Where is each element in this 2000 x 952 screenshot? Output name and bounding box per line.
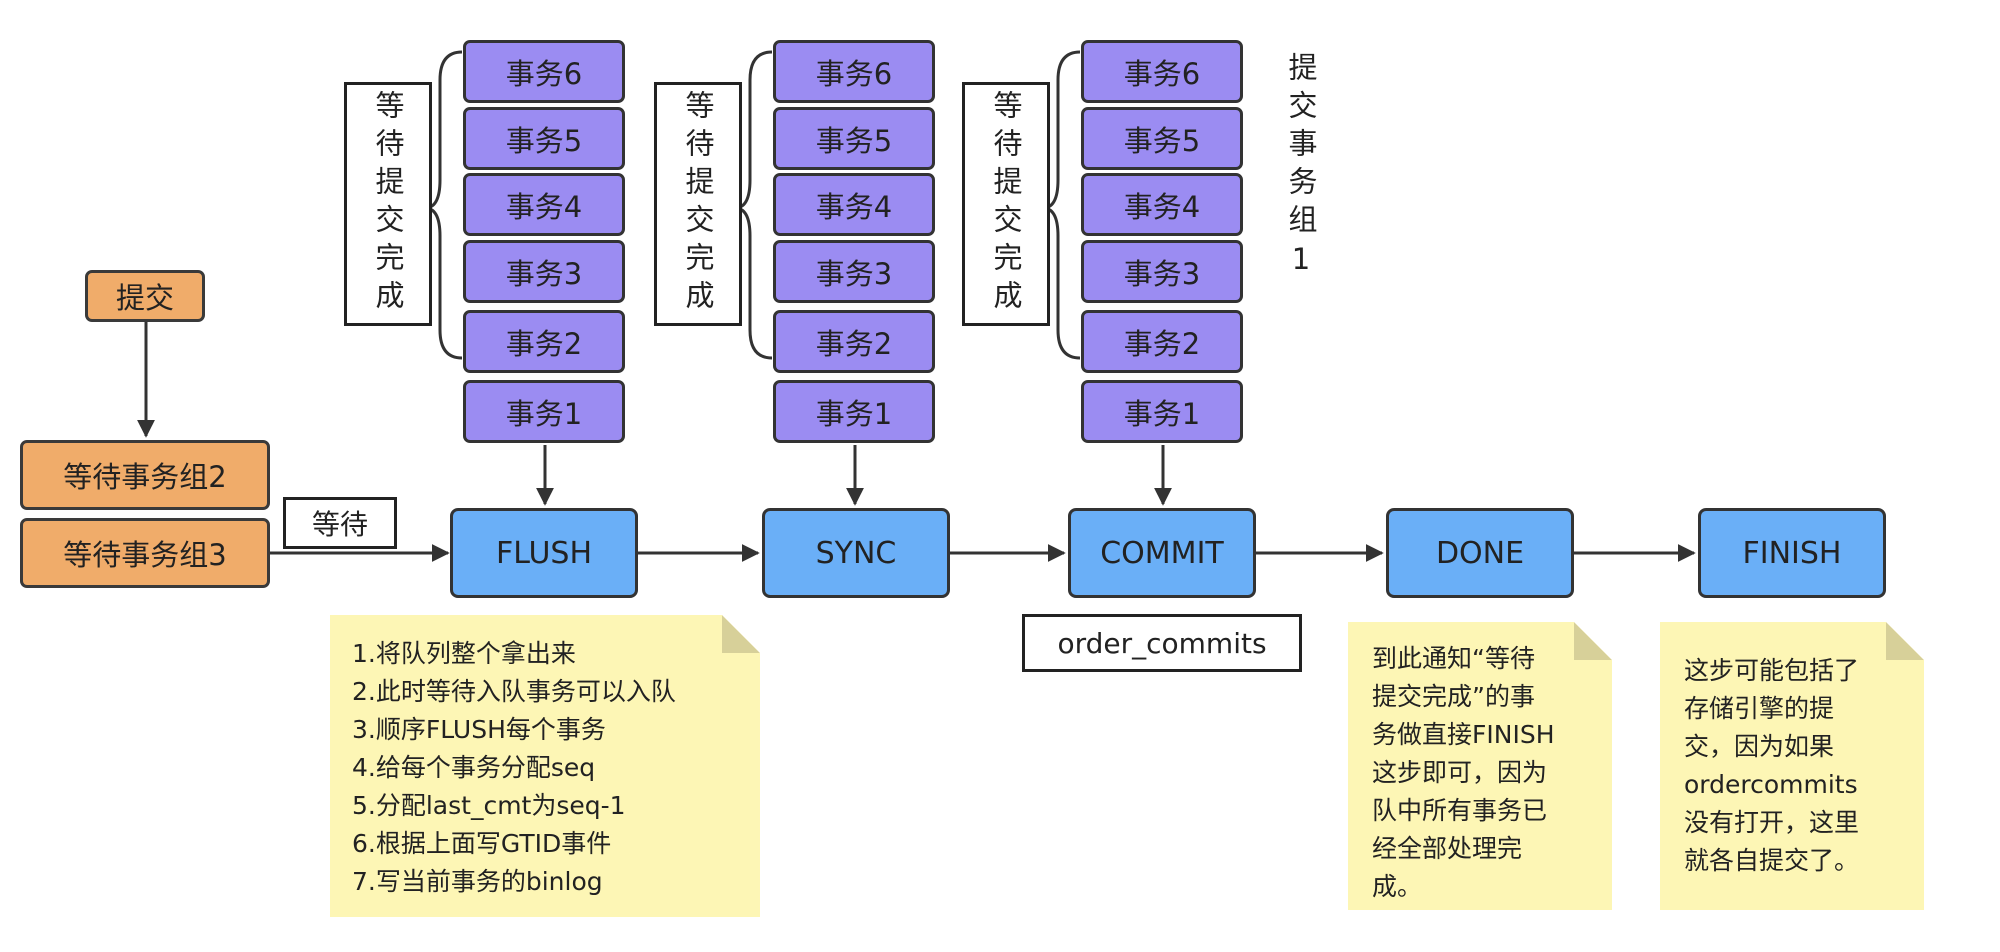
flush-stage: FLUSH [450,508,638,598]
commit-group-label: 提交事务组1 [1284,52,1318,285]
txn-5-commit: 事务5 [1081,107,1243,170]
txn-2-flush: 事务2 [463,310,625,373]
finish-note: 这步可能包括了 存储引擎的提 交，因为如果 ordercommits 没有打开，… [1660,622,1924,910]
txn-5-sync: 事务5 [773,107,935,170]
txn-2-commit: 事务2 [1081,310,1243,373]
flush-note: 1.将队列整个拿出来 2.此时等待入队事务可以入队 3.顺序FLUSH每个事务 … [330,615,760,917]
txn-1-sync: 事务1 [773,380,935,443]
txn-3-sync: 事务3 [773,240,935,303]
wait-commit-label-sync: 等待提交完成 [654,82,742,326]
txn-1-flush: 事务1 [463,380,625,443]
txn-2-sync: 事务2 [773,310,935,373]
txn-4-sync: 事务4 [773,173,935,236]
submit-box: 提交 [85,270,205,322]
wait-group-3-box: 等待事务组3 [20,518,270,588]
txn-6-sync: 事务6 [773,40,935,103]
txn-3-commit: 事务3 [1081,240,1243,303]
wait-group-2-box: 等待事务组2 [20,440,270,510]
finish-note-text: 这步可能包括了 存储引擎的提 交，因为如果 ordercommits 没有打开，… [1684,656,1860,875]
done-stage: DONE [1386,508,1574,598]
flush-note-text: 1.将队列整个拿出来 2.此时等待入队事务可以入队 3.顺序FLUSH每个事务 … [352,639,676,896]
order-commits-label: order_commits [1022,614,1302,672]
txn-4-commit: 事务4 [1081,173,1243,236]
txn-6-commit: 事务6 [1081,40,1243,103]
txn-4-flush: 事务4 [463,173,625,236]
done-note: 到此通知“等待 提交完成”的事 务做直接FINISH 这步即可，因为 队中所有事… [1348,622,1612,910]
wait-commit-label-flush: 等待提交完成 [344,82,432,326]
wait-label: 等待 [283,497,397,549]
txn-3-flush: 事务3 [463,240,625,303]
txn-1-commit: 事务1 [1081,380,1243,443]
txn-6-flush: 事务6 [463,40,625,103]
commit-stage: COMMIT [1068,508,1256,598]
finish-stage: FINISH [1698,508,1886,598]
done-note-text: 到此通知“等待 提交完成”的事 务做直接FINISH 这步即可，因为 队中所有事… [1372,644,1555,901]
sync-stage: SYNC [762,508,950,598]
wait-commit-label-commit: 等待提交完成 [962,82,1050,326]
txn-5-flush: 事务5 [463,107,625,170]
